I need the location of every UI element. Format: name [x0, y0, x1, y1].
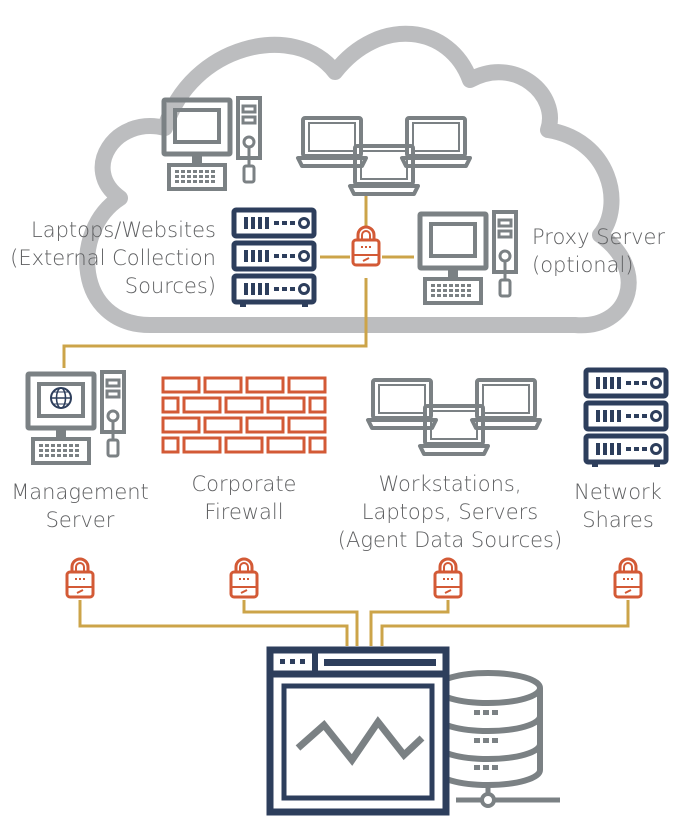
firewall-label-line-2: Firewall: [204, 500, 284, 524]
laptop-icon: [418, 404, 490, 456]
brick-wall-icon: [161, 376, 327, 454]
network-shares-label: Network Shares: [560, 478, 676, 534]
agent-data-sources-label: Workstations, Laptops, Servers (Agent Da…: [320, 470, 580, 554]
proxy-label-line-2: (optional): [532, 253, 634, 277]
desktop-icon: [164, 98, 260, 189]
shares-label-line-1: Network: [574, 480, 662, 504]
padlock-icon: [433, 557, 463, 599]
server-rack-icon: [234, 210, 314, 307]
connector-lines: [62, 195, 630, 646]
proxy-server-label: Proxy Server (optional): [532, 223, 672, 279]
workstations-label-line-3: (Agent Data Sources): [337, 528, 563, 552]
database-icon: [433, 670, 560, 808]
padlock-icon: [613, 557, 643, 599]
padlock-icon: [351, 225, 381, 267]
network-shares-rack-icon: [586, 370, 666, 467]
external-label-line-1: Laptops/Websites: [31, 218, 216, 242]
padlock-icon: [65, 557, 95, 599]
workstations-label-line-1: Workstations,: [378, 472, 522, 496]
proxy-desktop-icon: [420, 212, 516, 303]
management-server-label: Management Server: [0, 478, 160, 534]
shares-label-line-2: Shares: [582, 508, 654, 532]
firewall-label-line-1: Corporate: [191, 472, 297, 496]
padlock-icon: [229, 557, 259, 599]
management-server-icon: [28, 372, 124, 463]
cloud-icon: [79, 25, 637, 334]
proxy-label-line-1: Proxy Server: [532, 225, 666, 249]
laptop-icon: [348, 144, 420, 196]
external-label-line-2: (External Collection: [10, 246, 216, 270]
external-sources-label: Laptops/Websites (External Collection So…: [10, 216, 216, 300]
external-label-line-3: Sources): [124, 274, 216, 298]
management-label-line-2: Server: [45, 508, 115, 532]
management-label-line-1: Management: [11, 480, 149, 504]
workstations-label-line-2: Laptops, Servers: [361, 500, 539, 524]
monitoring-dashboard-icon: [266, 646, 450, 816]
corporate-firewall-label: Corporate Firewall: [164, 470, 324, 526]
